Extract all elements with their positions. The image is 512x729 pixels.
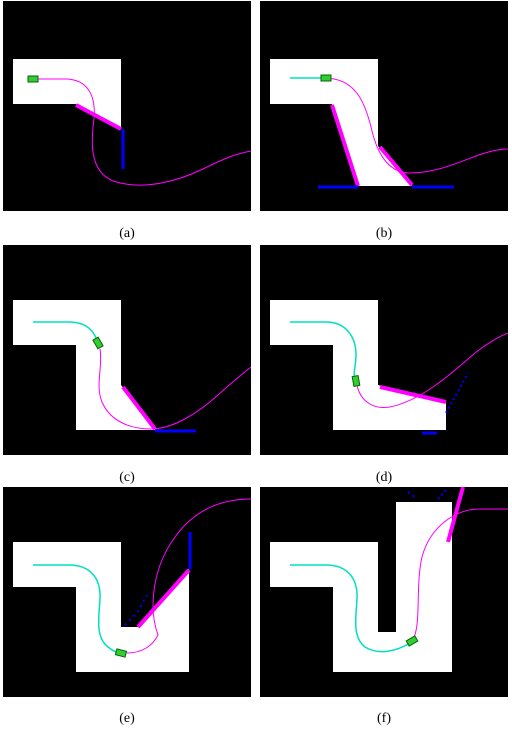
robot-rect-icon	[27, 75, 39, 83]
map-c	[13, 300, 251, 433]
robot-rect-icon	[114, 648, 128, 658]
map-d	[270, 300, 508, 435]
map-a	[13, 59, 251, 186]
caption-c: (c)	[119, 470, 135, 485]
obstacle-edge	[121, 385, 157, 431]
panel-b	[260, 1, 508, 211]
obstacle-edge	[378, 145, 414, 187]
traversed-path	[290, 321, 357, 380]
panel-a	[3, 1, 251, 211]
free-space	[13, 542, 189, 672]
map-b	[270, 59, 508, 189]
caption-d: (d)	[375, 470, 393, 485]
free-space	[270, 502, 452, 672]
robot-rect-icon	[405, 635, 419, 647]
map-f	[270, 487, 508, 672]
free-space	[270, 59, 412, 186]
traversed-path	[290, 564, 411, 653]
free-space	[270, 300, 446, 430]
planned-path	[35, 78, 251, 186]
obstacle-edge	[330, 104, 360, 187]
scan-dots	[437, 488, 448, 500]
planned-path	[126, 498, 251, 654]
panel-c	[3, 245, 251, 455]
caption-a: (a)	[119, 226, 135, 241]
planned-path	[323, 77, 508, 174]
scan-dots	[124, 594, 148, 626]
planned-path	[356, 332, 508, 409]
map-e	[13, 498, 251, 672]
obstacle-edge	[136, 568, 191, 629]
panel-f	[260, 487, 508, 697]
caption-b: (b)	[375, 226, 393, 241]
free-space	[13, 300, 155, 430]
obstacle-edge	[379, 385, 447, 404]
planned-path	[98, 348, 251, 430]
robot-rect-icon	[351, 374, 361, 388]
caption-e: (e)	[119, 711, 135, 726]
planned-path	[411, 508, 508, 642]
panel-d	[260, 245, 508, 455]
scan-dots	[407, 491, 416, 498]
robot-rect-icon	[92, 336, 104, 350]
obstacle-edge	[75, 103, 122, 131]
scan-dots	[445, 372, 469, 414]
robot-rect-icon	[320, 74, 332, 82]
caption-f: (f)	[377, 711, 391, 726]
panel-e	[3, 487, 251, 697]
